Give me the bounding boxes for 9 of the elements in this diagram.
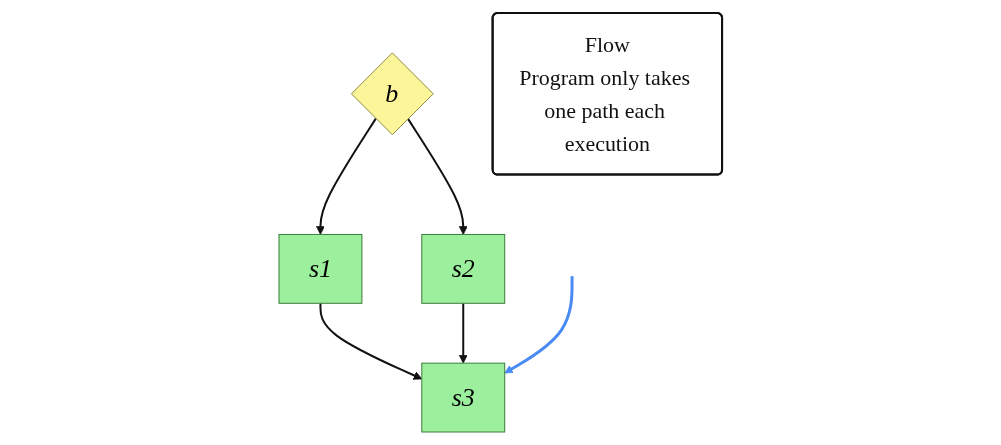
node-box: s3 xyxy=(421,362,506,433)
node-box: s2 xyxy=(421,233,506,304)
arrow xyxy=(458,302,468,364)
node-box: s1 xyxy=(278,233,363,304)
arrow xyxy=(406,117,468,235)
arrow xyxy=(504,276,574,374)
arrow xyxy=(319,302,423,380)
node-diamond: b xyxy=(350,52,434,136)
arrow xyxy=(316,117,377,235)
